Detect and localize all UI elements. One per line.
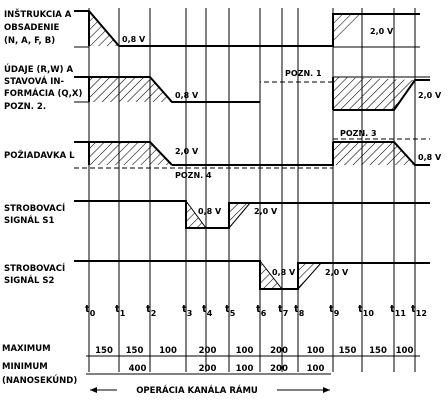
operacia-label: OPERÁCIA KANÁLA RÁMU xyxy=(136,384,258,396)
label-udaje: ÚDAJE (R,W) A STAVOVÁ IN- FORMÁCIA (Q,X)… xyxy=(4,63,82,112)
tick-label-t11: t11 xyxy=(390,304,406,318)
wave-s1-slope-rise xyxy=(228,202,251,229)
label-strobe2-line2: SIGNÁL S2 xyxy=(4,274,54,286)
label-minimum: MINIMUM xyxy=(2,362,48,372)
note-pozn4: POZN. 4 xyxy=(175,171,212,180)
maximum-values: 150 150 100 200 100 200 100 150 150 100 xyxy=(95,346,413,356)
wave-s2-slope-fall xyxy=(259,260,283,290)
maximum-value-0: 150 xyxy=(95,346,113,356)
voltage-s1-20: 2,0 V xyxy=(254,207,278,216)
label-udaje-line3: FORMÁCIA (Q,X) xyxy=(4,87,82,99)
operacia-arrow-head-right xyxy=(323,387,330,393)
label-poziadavka: POŽIADAVKA L xyxy=(4,149,75,161)
wave-udaje-rise xyxy=(333,79,430,111)
minimum-value-0: 400 xyxy=(129,364,147,374)
maximum-value-9: 100 xyxy=(396,346,414,356)
maximum-value-2: 100 xyxy=(159,346,177,356)
tick-label-t9: t9 xyxy=(329,304,340,318)
tick-label-t10: t10 xyxy=(358,304,374,318)
label-maximum: MAXIMUM xyxy=(2,344,51,354)
operacia-arrow: OPERÁCIA KANÁLA RÁMU xyxy=(90,383,330,396)
label-udaje-line2: STAVOVÁ IN- xyxy=(4,75,65,87)
wave-udaje-dash xyxy=(259,81,333,102)
label-strobe2-line1: STROBOVACÍ xyxy=(4,262,65,274)
voltage-instr-08: 0,8 V xyxy=(122,35,146,44)
tick-label-t7: t7 xyxy=(278,304,288,318)
label-strobe1: STROBOVACÍ SIGNÁL S1 xyxy=(4,202,65,226)
tick-label-t8: t8 xyxy=(294,304,305,318)
label-strobe2: STROBOVACÍ SIGNÁL S2 xyxy=(4,262,65,286)
signal-udaje: 0,8 V 2,0 V POZN. 1 xyxy=(74,69,442,111)
note-pozn1: POZN. 1 xyxy=(285,69,322,78)
wave-poz-rise xyxy=(333,141,430,166)
tick-label-t2: t2 xyxy=(146,304,156,318)
voltage-poz-08: 0,8 V xyxy=(418,153,442,162)
minimum-value-4: 100 xyxy=(307,364,325,374)
hatch-udaje-rise xyxy=(333,77,415,110)
hatch-udaje-fall xyxy=(89,77,172,102)
maximum-value-5: 200 xyxy=(270,346,288,356)
wave-s2-slope-rise xyxy=(297,262,322,290)
voltage-udaje-20: 2,0 V xyxy=(418,91,442,100)
label-strobe1-line2: SIGNÁL S1 xyxy=(4,214,54,226)
minimum-value-1: 200 xyxy=(199,364,217,374)
operacia-label-bg xyxy=(117,383,277,396)
label-udaje-line1: ÚDAJE (R,W) A xyxy=(4,63,74,75)
tick-label-t5: t5 xyxy=(225,304,236,318)
minimum-value-3: 200 xyxy=(270,364,288,374)
maximum-value-4: 100 xyxy=(236,346,254,356)
tick-label-t4: t4 xyxy=(202,304,213,318)
minimum-values: 400 200 100 200 100 xyxy=(129,364,325,374)
label-instr-line1: INŠTRUKCIA A xyxy=(4,8,72,20)
note-pozn3: POZN. 3 xyxy=(340,129,377,138)
timing-vertical-lines xyxy=(88,8,416,372)
maximum-value-6: 100 xyxy=(307,346,325,356)
voltage-s1-08: 0,8 V xyxy=(198,207,222,216)
voltage-udaje-08: 0,8 V xyxy=(175,91,199,100)
wave-s1-slope-fall xyxy=(185,200,207,229)
minimum-value-2: 100 xyxy=(236,364,254,374)
tick-label-t12: t12 xyxy=(411,304,427,318)
label-instr-line3: (N, A, F, B) xyxy=(4,36,55,46)
voltage-s2-08: 0,8 V xyxy=(272,268,296,277)
tick-label-t6: t6 xyxy=(256,304,267,318)
tick-label-t0: t0 xyxy=(85,304,96,318)
label-instrukcia: INŠTRUKCIA A OBSADENIE (N, A, F, B) xyxy=(4,8,72,46)
hatch-instr-rise xyxy=(333,14,362,47)
wave-s1 xyxy=(74,200,430,229)
voltage-poz-20: 2,0 V xyxy=(175,147,199,156)
maximum-value-8: 150 xyxy=(369,346,387,356)
hatch-poz-rise xyxy=(333,142,415,165)
label-udaje-line4: POZN. 2. xyxy=(4,102,46,112)
maximum-value-7: 150 xyxy=(339,346,357,356)
label-strobe1-line1: STROBOVACÍ xyxy=(4,202,65,214)
tick-label-t1: t1 xyxy=(115,304,126,318)
maximum-value-1: 150 xyxy=(126,346,144,356)
wave-udaje-fall xyxy=(74,76,260,103)
signal-strobe1: 0,8 V 2,0 V xyxy=(74,200,430,229)
voltage-instr-20: 2,0 V xyxy=(370,27,394,36)
signal-instrukcia: 0,8 V 2,0 V xyxy=(74,10,420,48)
wave-instr-high-fall xyxy=(74,10,333,47)
tick-label-t3: t3 xyxy=(182,304,192,318)
wave-s2 xyxy=(74,260,430,290)
signal-poziadavka: 2,0 V 0,8 V POZN. 3 POZN. 4 xyxy=(74,129,442,180)
label-nanosec: (NANOSEKÚND) xyxy=(2,374,77,386)
operacia-arrow-head-left xyxy=(90,387,97,393)
label-instr-line2: OBSADENIE xyxy=(4,23,60,33)
voltage-s2-20: 2,0 V xyxy=(325,268,349,277)
hatch-poz-fall xyxy=(89,142,172,165)
maximum-value-3: 200 xyxy=(199,346,217,356)
timing-tick-labels: t0 t1 t2 t3 t4 t5 t6 t7 t8 t9 t10 t11 t12 xyxy=(85,304,427,318)
signal-strobe2: 0,8 V 2,0 V xyxy=(74,260,430,290)
